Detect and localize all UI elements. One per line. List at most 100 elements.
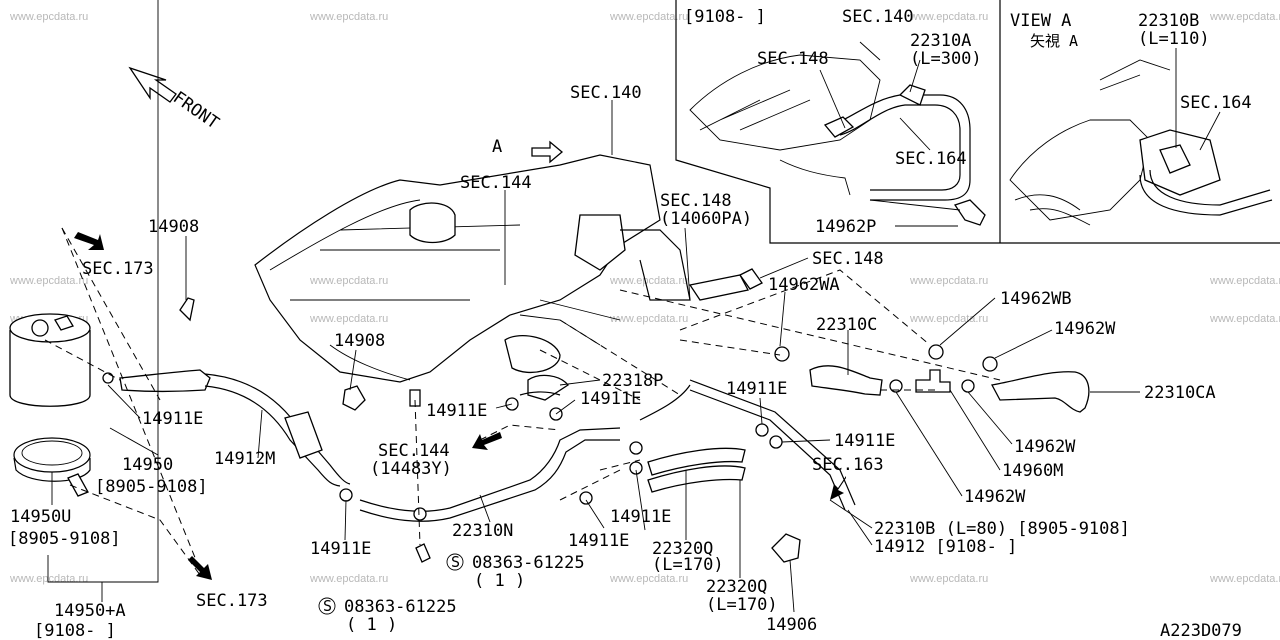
clamp-14908-top bbox=[179, 297, 195, 322]
clamp-14911E-g bbox=[769, 435, 783, 449]
hose-22310CA bbox=[991, 371, 1090, 413]
joint-14960M bbox=[915, 369, 951, 393]
label-22310B-row: 22310B (L=80) [8905-9108] bbox=[874, 519, 1130, 539]
front-arrow-icon bbox=[128, 66, 177, 103]
label-sec148-a: SEC.148 bbox=[660, 191, 732, 211]
view-a-title: VIEW A bbox=[1010, 11, 1071, 31]
label-14960M: 14960M bbox=[1002, 461, 1063, 481]
label-14911E-left: 14911E bbox=[142, 409, 203, 429]
clamp-14911E-d bbox=[629, 461, 643, 475]
front-label: FRONT bbox=[169, 88, 222, 134]
view-a-len-22310B: (L=110) bbox=[1138, 29, 1210, 49]
label-14962W-c: 14962W bbox=[964, 487, 1026, 507]
label-14908-mid: 14908 bbox=[334, 331, 385, 351]
sec173-top-arrow-icon bbox=[74, 232, 104, 250]
canister-assembly bbox=[9, 313, 91, 497]
label-14911E-e: 14911E bbox=[610, 507, 671, 527]
watermark-text: www.epcdata.ru bbox=[609, 275, 688, 287]
label-14908-top: 14908 bbox=[148, 217, 199, 237]
inset-view-drawing bbox=[1009, 48, 1273, 226]
label-14911E-f: 14911E bbox=[726, 379, 787, 399]
label-screw-1-qty: ( 1 ) bbox=[474, 571, 525, 591]
label-sec144-top: SEC.144 bbox=[460, 173, 532, 193]
sec163-arrow-icon bbox=[830, 476, 846, 500]
watermarks: www.epcdata.ru www.epcdata.ru www.epcdat… bbox=[9, 11, 1280, 585]
clamp-14908-mid bbox=[342, 385, 366, 411]
hose-22320Q-a bbox=[647, 447, 746, 476]
watermark-text: www.epcdata.ru bbox=[1209, 573, 1280, 585]
watermark-text: www.epcdata.ru bbox=[309, 11, 388, 23]
label-14912M: 14912M bbox=[214, 449, 275, 469]
label-14962W-b: 14962W bbox=[1014, 437, 1076, 457]
clamp-14911E-e bbox=[579, 491, 593, 505]
watermark-text: www.epcdata.ru bbox=[609, 313, 688, 325]
inset-part-14962P: 14962P bbox=[815, 217, 876, 237]
watermark-text: www.epcdata.ru bbox=[1209, 275, 1280, 287]
clamp-14911E-f bbox=[755, 423, 769, 437]
hoses bbox=[119, 365, 1090, 522]
label-sec144-mid: SEC.144 bbox=[378, 441, 450, 461]
diagram-code: A223D079 bbox=[1160, 621, 1242, 640]
label-22320Q-a-len: (L=170) bbox=[652, 555, 724, 575]
label-14911E-g: 14911E bbox=[834, 431, 895, 451]
label-14950-date: [8905-9108] bbox=[95, 477, 208, 497]
watermark-text: www.epcdata.ru bbox=[9, 275, 88, 287]
label-screw-1: 08363-61225 bbox=[472, 553, 585, 573]
label-22320Q-b-len: (L=170) bbox=[706, 595, 778, 615]
screw-lower bbox=[413, 507, 427, 521]
inset-len-22310A: (L=300) bbox=[910, 49, 982, 69]
label-14962WA: 14962WA bbox=[768, 275, 840, 295]
watermark-text: www.epcdata.ru bbox=[609, 573, 688, 585]
label-sec173-bottom: SEC.173 bbox=[196, 591, 268, 611]
inset-sec148-label: SEC.148 bbox=[757, 49, 829, 69]
label-14911E-b: 14911E bbox=[580, 389, 641, 409]
front-arrow: FRONT bbox=[128, 66, 223, 134]
screw-08363-a bbox=[415, 543, 431, 563]
inset-sec164-label: SEC.164 bbox=[895, 149, 967, 169]
dashed-guides bbox=[44, 227, 1001, 576]
sec173-bottom-arrow-icon bbox=[188, 556, 212, 580]
label-14906: 14906 bbox=[766, 615, 817, 635]
watermark-text: www.epcdata.ru bbox=[309, 313, 388, 325]
view-a-part-22310B: 22310B bbox=[1138, 11, 1199, 31]
clamp-14911E-left bbox=[102, 372, 114, 384]
label-screw-2-qty: ( 1 ) bbox=[346, 615, 397, 635]
label-22318P: 22318P bbox=[602, 371, 663, 391]
label-22310N: 22310N bbox=[452, 521, 513, 541]
watermark-text: www.epcdata.ru bbox=[309, 573, 388, 585]
label-14911E-d: 14911E bbox=[568, 531, 629, 551]
label-14950U-date: [8905-9108] bbox=[8, 529, 121, 549]
watermark-text: www.epcdata.ru bbox=[1209, 313, 1280, 325]
label-sec148-b: SEC.148 bbox=[812, 249, 884, 269]
screw-symbol-letter: S bbox=[451, 553, 460, 571]
watermark-text: www.epcdata.ru bbox=[909, 313, 988, 325]
watermark-text: www.epcdata.ru bbox=[9, 573, 88, 585]
part-labels: SEC.140 SEC.144 SEC.148 (14060PA) SEC.14… bbox=[8, 83, 1216, 640]
label-14962WB: 14962WB bbox=[1000, 289, 1072, 309]
view-a-title-jp: 矢視 A bbox=[1030, 32, 1078, 50]
label-22310C: 22310C bbox=[816, 315, 877, 335]
label-22320Q-b: 22320Q bbox=[706, 577, 767, 597]
hose-22310C bbox=[809, 365, 883, 396]
label-14950: 14950 bbox=[122, 455, 173, 475]
sec144-arrow-icon bbox=[472, 432, 502, 450]
clamp-14962WA bbox=[774, 346, 790, 362]
label-14912-row: 14912 [9108- ] bbox=[874, 537, 1017, 557]
section-arrows bbox=[74, 232, 846, 580]
view-a-arrow-icon bbox=[531, 140, 564, 164]
canister bbox=[9, 330, 91, 407]
watermark-text: www.epcdata.ru bbox=[909, 11, 988, 23]
label-screw-2: 08363-61225 bbox=[344, 597, 457, 617]
clamps bbox=[102, 297, 998, 563]
label-sec148-a-sub: (14060PA) bbox=[660, 209, 752, 229]
label-sec144-mid-sub: (14483Y) bbox=[370, 459, 452, 479]
clamp-14906 bbox=[771, 533, 801, 563]
watermark-text: www.epcdata.ru bbox=[9, 11, 88, 23]
watermark-text: www.epcdata.ru bbox=[909, 275, 988, 287]
label-sec163: SEC.163 bbox=[812, 455, 884, 475]
engine-intake-body bbox=[254, 154, 763, 383]
inset-part-22310A: 22310A bbox=[910, 31, 971, 51]
label-22320Q-a: 22320Q bbox=[652, 539, 713, 559]
label-14911E-c: 14911E bbox=[310, 539, 371, 559]
inset-sec140-label: SEC.140 bbox=[842, 7, 914, 27]
